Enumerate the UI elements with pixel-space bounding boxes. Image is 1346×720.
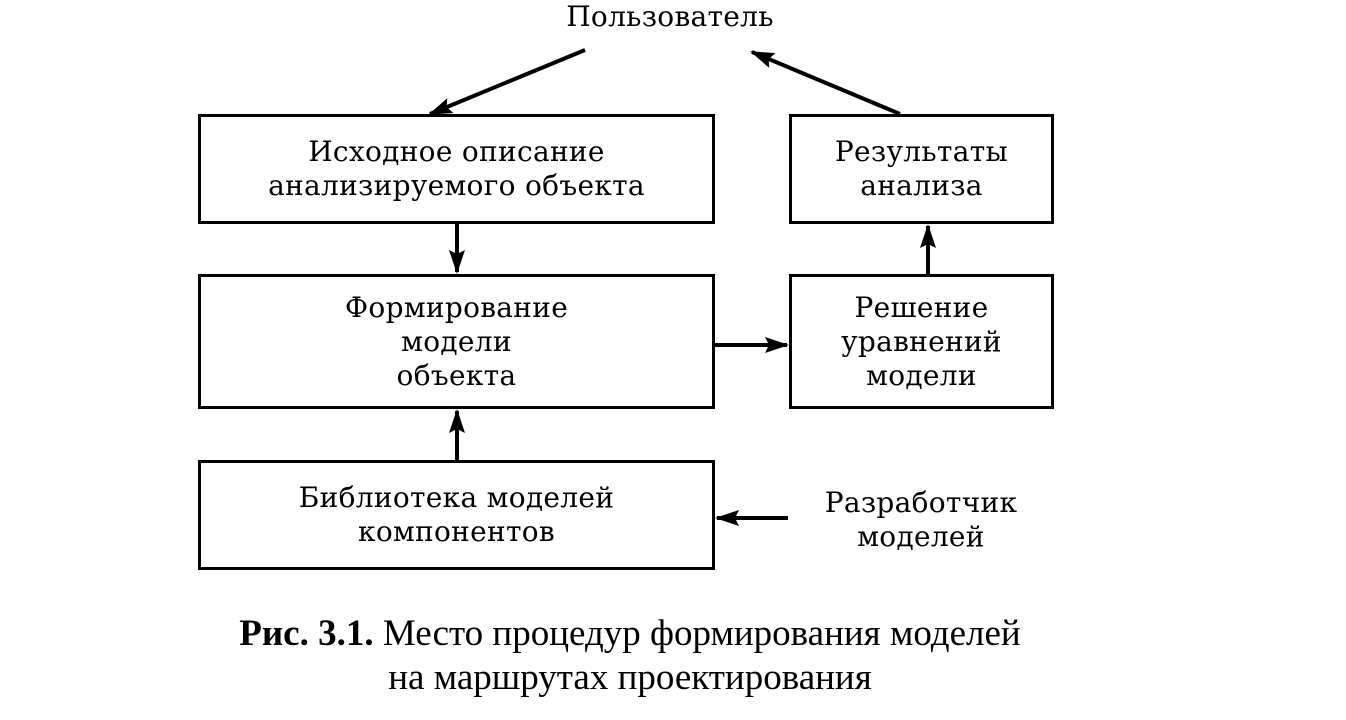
analysis-results-text: Результаты анализа <box>834 135 1009 202</box>
caption-line-1: Рис. 3.1. Место процедур формирования мо… <box>140 612 1120 656</box>
caption-text-line1: Место процедур формирования моделей <box>382 613 1021 654</box>
source-description-text: Исходное описание анализируемого объекта <box>268 135 645 202</box>
model-forming-text: Формирование модели объекта <box>344 290 569 392</box>
arrow-user-to-source <box>428 48 586 116</box>
figure-caption: Рис. 3.1. Место процедур формирования мо… <box>140 612 1120 700</box>
caption-text-line2: на маршрутах проектирования <box>388 657 872 698</box>
component-library-box: Библиотека моделей компонентов <box>198 460 715 570</box>
model-forming-box: Формирование модели объекта <box>198 274 715 409</box>
equation-solving-text: Решение уравнений модели <box>841 290 1002 392</box>
developer-label: Разработчик моделей <box>824 486 1018 553</box>
component-library-text: Библиотека моделей компонентов <box>298 481 615 548</box>
equation-solving-box: Решение уравнений модели <box>789 274 1054 409</box>
analysis-results-box: Результаты анализа <box>789 114 1054 224</box>
source-description-box: Исходное описание анализируемого объекта <box>198 114 715 224</box>
figure-number: Рис. 3.1. <box>239 613 374 654</box>
user-label: Пользователь <box>566 0 774 33</box>
arrow-results-to-user <box>750 50 901 116</box>
